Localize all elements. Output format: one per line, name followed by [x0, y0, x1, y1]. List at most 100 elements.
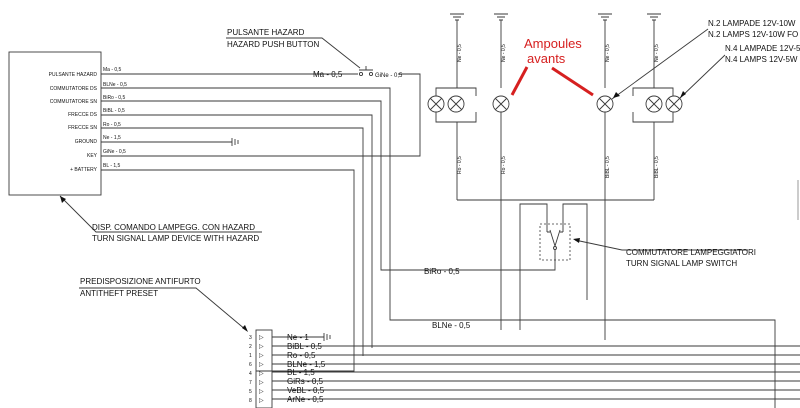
pin-arrow-icon: ▷	[259, 344, 264, 350]
switch-label-it: COMMUTATORE LAMPEGGIATORI	[626, 248, 756, 257]
lamp-n4-label-en: N.4 LAMPS 12V-5W F	[725, 55, 800, 64]
hazard-leader-line	[226, 37, 361, 69]
antitheft-wire-label: BiBL - 0,5	[287, 342, 322, 351]
device-wire-labels: Ma - 0,5 BLNe - 0,5 BiRo - 0,5 BiBL - 0,…	[103, 67, 127, 169]
antitheft-wire-label: Ro - 0,5	[287, 351, 316, 360]
pin-arrow-icon: ▷	[259, 371, 264, 377]
lamp-wire-label: Ro - 0,5	[501, 156, 507, 174]
antitheft-label-en: ANTITHEFT PRESET	[80, 289, 158, 298]
connector-pin-number: 2	[249, 344, 252, 350]
antitheft-wire-label: BL - 1,5	[287, 368, 315, 377]
lamp-bulbs	[427, 95, 683, 113]
connector-pin-number: 4	[249, 371, 252, 377]
pin-arrow-icon: ▷	[259, 335, 264, 341]
lamp-wire-label: BiBL - 0,5	[605, 156, 611, 178]
device-leader	[59, 195, 262, 233]
hazard-button-label-en: HAZARD PUSH BUTTON	[227, 40, 320, 49]
lamp-ground-wire-labels: Ne - 0,5 Ne - 0,5 Ne - 0,5 Ne - 0,5	[457, 44, 660, 62]
lamp-n2-label-en: N.2 LAMPS 12V-10W FO	[708, 30, 798, 39]
lamp-bulb-icon	[427, 95, 445, 113]
antitheft-leader	[79, 287, 247, 331]
connector-pin-number: 7	[249, 380, 252, 386]
pin-arrow-icon: ▷	[259, 398, 264, 404]
annotation-line-2: avants	[527, 51, 566, 66]
arrowhead-icon	[60, 196, 66, 203]
device-wire-label: GiNe - 0,5	[103, 149, 126, 155]
device-wire-label: Ma - 0,5	[103, 67, 122, 73]
lamp-bulb-icon	[665, 95, 683, 113]
lamp-feed-wires	[435, 112, 674, 340]
push-button-icon	[358, 66, 374, 77]
lamp-feed-wire-labels: Ro - 0,5 Ro - 0,5 BiBL - 0,5 BiBL - 0,5	[457, 156, 660, 178]
device-pin-label: FRECCE SN	[68, 125, 97, 131]
arrowhead-icon	[613, 92, 620, 98]
wire-label-biro: BiRo - 0,5	[424, 267, 460, 276]
lamp-bulb-icon	[492, 95, 510, 113]
ground-symbol-icon	[323, 333, 331, 341]
lamp-ground-symbols	[450, 13, 661, 21]
connector-pin-number: 5	[249, 389, 252, 395]
lamp-n4-leader	[678, 54, 726, 100]
lamp-wire-label: Ne - 0,5	[501, 44, 507, 62]
annotation-arrow-right	[551, 66, 594, 97]
device-wire-label: BiBL - 0,5	[103, 108, 125, 114]
pin-arrow-icon: ▷	[259, 389, 264, 395]
antitheft-label-it: PREDISPOSIZIONE ANTIFURTO	[80, 277, 201, 286]
antitheft-pin-numbers: 3 2 1 6 4 7 5 8	[249, 335, 252, 404]
pin-arrow-icon: ▷	[259, 353, 264, 359]
switch-label-en: TURN SIGNAL LAMP SWITCH	[626, 259, 737, 268]
device-pin-label: COMMUTATORE SN	[50, 99, 98, 105]
lamp-bulb-icon	[447, 95, 465, 113]
antitheft-wire-labels: Ne - 1 BiBL - 0,5 Ro - 0,5 BLNe - 1,5 BL…	[287, 333, 326, 404]
device-wires	[101, 73, 776, 408]
device-pin-label: COMMUTATORE DS	[50, 86, 98, 92]
pin-arrow-icon: ▷	[259, 380, 264, 386]
device-pin-labels: PULSANTE HAZARD COMMUTATORE DS COMMUTATO…	[49, 72, 98, 173]
switch-leader	[574, 239, 748, 251]
device-label-en: TURN SIGNAL LAMP DEVICE WITH HAZARD	[92, 234, 259, 243]
lamp-wire-label: Ne - 0,5	[654, 44, 660, 62]
connector-pin-number: 3	[249, 335, 252, 341]
wire-label-blne: BLNe - 0,5	[432, 321, 471, 330]
arrowhead-icon	[573, 238, 580, 243]
device-pin-label: KEY	[87, 153, 98, 159]
connector-pin-number: 8	[249, 398, 252, 404]
device-pin-label: FRECCE DS	[68, 112, 98, 118]
annotation-arrow-left	[510, 66, 529, 96]
antitheft-wire-label: BLNe - 1,5	[287, 360, 326, 369]
lamp-wire-label: BiBL - 0,5	[654, 156, 660, 178]
device-wire-label: Ro - 0,5	[103, 122, 121, 128]
antitheft-wires	[272, 336, 800, 400]
lamp-wire-label: Ne - 0,5	[457, 44, 463, 62]
lamp-wire-label: Ro - 0,5	[457, 156, 463, 174]
connector-pin-number: 6	[249, 362, 252, 368]
lamp-bulb-icon	[645, 95, 663, 113]
device-wire-label: BL - 1,5	[103, 163, 121, 169]
device-pin-label: + BATTERY	[70, 167, 98, 173]
annotation-line-1: Ampoules	[524, 36, 582, 51]
device-wire-label: BiRo - 0,5	[103, 95, 125, 101]
device-wire-label: BLNe - 0,5	[103, 82, 127, 88]
lamp-ground-wires	[435, 20, 674, 96]
connector-pin-number: 1	[249, 353, 252, 359]
antitheft-wire-label: ArNe - 0,5	[287, 395, 324, 404]
device-label-it: DISP. COMANDO LAMPEGG. CON HAZARD	[92, 223, 255, 232]
hazard-wire-out-label: GiNe - 0,5	[375, 73, 403, 79]
antitheft-connector	[255, 329, 273, 408]
arrowhead-icon	[242, 325, 248, 332]
hazard-button-label-it: PULSANTE HAZARD	[227, 28, 305, 37]
lamp-wire-label: Ne - 0,5	[605, 44, 611, 62]
lamp-n2-label-it: N.2 LAMPADE 12V-10W	[708, 19, 796, 28]
turn-signal-device-box	[8, 51, 102, 196]
antitheft-pin-markers: ▷ ▷ ▷ ▷ ▷ ▷ ▷ ▷	[259, 335, 264, 404]
antitheft-wire-label: VeBL - 0,5	[287, 386, 325, 395]
arrowhead-icon	[680, 91, 686, 98]
antitheft-wire-label: GiRs - 0,5	[287, 377, 324, 386]
lamp-bulb-icon	[596, 95, 614, 113]
switch-wires	[390, 203, 588, 330]
lamp-n2-leader	[611, 28, 709, 100]
hazard-wire-in-label: Ma - 0,5	[313, 70, 343, 79]
lamp-n4-label-it: N.4 LAMPADE 12V-5W	[725, 44, 800, 53]
device-pin-label: GROUND	[75, 139, 98, 145]
